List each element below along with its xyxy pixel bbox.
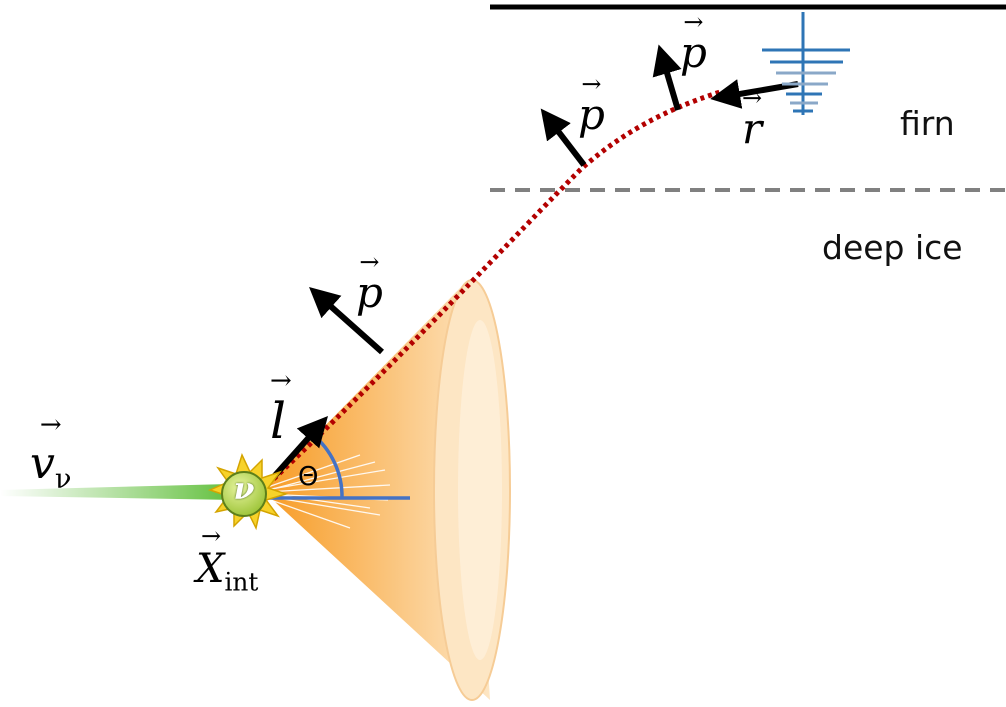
neutrino-velocity-label: → vν (30, 410, 72, 495)
deep-ice-label: deep ice (822, 228, 963, 267)
interaction-point-subscript: int (224, 567, 259, 597)
neutrino-beam (0, 484, 236, 500)
vector-arrow-icon: → (200, 522, 222, 550)
polarization-symbol: p (680, 28, 707, 77)
polarization-label-1: → p (356, 248, 383, 317)
neutrino-symbol: ν (233, 472, 255, 507)
polarization-label-3: → p (680, 8, 707, 77)
polarization-arrow-2 (540, 108, 587, 167)
polarization-arrow-3 (652, 44, 682, 111)
interaction-vertex-icon (207, 452, 289, 531)
polarization-symbol: p (578, 90, 605, 139)
interaction-point-symbol: X (196, 546, 225, 592)
neutrino-velocity-symbol: v (30, 438, 55, 489)
receive-vector-arrow (710, 79, 799, 109)
particle-shower (264, 454, 391, 529)
vector-arrow-icon: → (39, 410, 62, 440)
launch-vector-symbol: l (270, 392, 286, 450)
vector-arrow-icon: → (359, 248, 380, 276)
interaction-point-label: → Xint (196, 522, 259, 597)
vector-arrow-icon: → (270, 366, 292, 396)
receive-vector-symbol: r (742, 104, 763, 153)
polarization-arrow-1 (309, 287, 384, 355)
firn-label: firn (900, 104, 955, 143)
cherenkov-angle-label: Θ (298, 462, 319, 492)
radio-ray-path (260, 89, 721, 492)
vector-arrow-icon: → (581, 70, 602, 98)
launch-vector-label: → l (270, 366, 292, 450)
antenna-icon (762, 12, 850, 115)
receive-vector-label: → r (742, 84, 763, 153)
cherenkov-cone (262, 279, 511, 701)
polarization-symbol: p (356, 268, 383, 317)
neutrino-velocity-subscript: ν (54, 463, 72, 495)
vector-arrow-icon: → (742, 84, 763, 112)
vector-arrow-icon: → (683, 8, 704, 36)
polarization-label-2: → p (578, 70, 605, 139)
